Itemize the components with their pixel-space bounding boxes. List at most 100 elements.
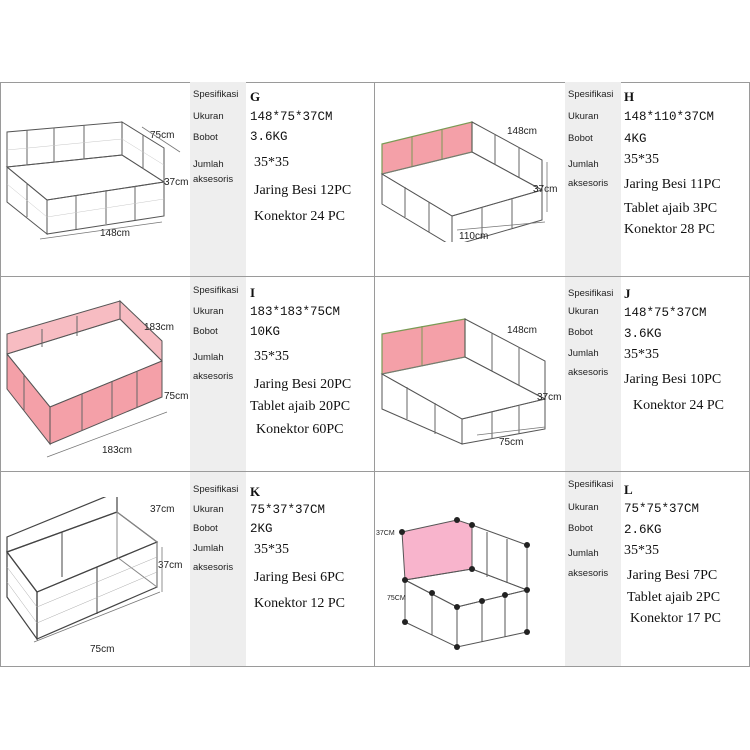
- accessory-line-g-2: Konektor 24 PC: [254, 209, 345, 224]
- accessory-line-h-1: Jaring Besi 11PC: [624, 177, 721, 192]
- product-code-g: G: [250, 89, 261, 104]
- accessory-line-k-2: Konektor 12 PC: [254, 596, 345, 611]
- label-aksesoris: aksesoris: [568, 178, 609, 189]
- weight-h: 4KG: [624, 132, 647, 146]
- weight-l: 2.6KG: [624, 523, 662, 537]
- label-aksesoris: aksesoris: [193, 562, 234, 573]
- dim-a-i: 183cm: [144, 322, 174, 333]
- dim-b-g: 37cm: [164, 177, 188, 188]
- label-ukuran: Ukuran: [193, 306, 224, 317]
- size-g: 148*75*37CM: [250, 110, 333, 124]
- grid-line: [374, 82, 375, 667]
- pen-image-g: [5, 121, 166, 236]
- accessory-line-l-2: Tablet ajaib 2PC: [627, 590, 721, 605]
- dimension-labels-k: 37cm 37cm 75cm: [33, 504, 182, 655]
- grid-line: [0, 276, 750, 277]
- grid-size-l: 35*35: [624, 543, 659, 558]
- size-k: 75*37*37CM: [250, 503, 326, 517]
- product-code-l: L: [624, 482, 633, 497]
- grid-line: [0, 82, 750, 83]
- size-i: 183*183*75CM: [250, 305, 341, 319]
- accessory-line-k-1: Jaring Besi 6PC: [254, 570, 345, 585]
- accessory-line-l-3: Konektor 17 PC: [630, 611, 721, 626]
- product-cell-k: 37cm 37cm 75cm Spesifikasi Ukuran Bobot …: [0, 472, 374, 666]
- grid-line: [0, 82, 1, 667]
- product-cell-h: 148cm 37cm 110cm Spesifikasi Ukuran Bobo…: [375, 82, 749, 276]
- dim-a-j: 148cm: [507, 325, 537, 336]
- label-aksesoris: aksesoris: [193, 174, 234, 185]
- label-spesifikasi: Spesifikasi: [193, 484, 239, 495]
- grid-size-h: 35*35: [624, 152, 659, 167]
- label-spesifikasi: Spesifikasi: [568, 479, 614, 490]
- label-jumlah: Jumlah: [193, 352, 224, 363]
- grid-size-i: 35*35: [254, 349, 289, 364]
- product-code-k: K: [250, 484, 261, 499]
- label-ukuran: Ukuran: [568, 111, 599, 122]
- label-aksesoris: aksesoris: [193, 371, 234, 382]
- label-spesifikasi: Spesifikasi: [193, 285, 239, 296]
- grid-line: [0, 666, 750, 667]
- label-jumlah: Jumlah: [568, 548, 599, 559]
- product-cell-g: 75cm 37cm 148cm Spesifikasi Ukuran Bobot…: [0, 82, 374, 276]
- label-ukuran: Ukuran: [568, 502, 599, 513]
- label-spesifikasi: Spesifikasi: [568, 288, 614, 299]
- label-spesifikasi: Spesifikasi: [568, 89, 614, 100]
- dim-c-g: 148cm: [100, 228, 130, 239]
- dim-b-l: 75CM: [387, 595, 406, 602]
- pen-image-k: [6, 497, 159, 641]
- dim-c-i: 183cm: [102, 445, 132, 456]
- label-bobot: Bobot: [568, 523, 593, 534]
- product-cell-j: 148cm 37cm 75cm Spesifikasi Ukuran Bobot…: [375, 277, 749, 471]
- dim-c-j: 75cm: [499, 437, 523, 448]
- weight-k: 2KG: [250, 522, 273, 536]
- pen-image-h: [380, 121, 544, 242]
- product-code-i: I: [250, 285, 256, 300]
- weight-g: 3.6KG: [250, 130, 288, 144]
- label-bobot: Bobot: [193, 326, 218, 337]
- spec-labels-i: Spesifikasi Ukuran Bobot Jumlah aksesori…: [190, 277, 246, 471]
- spec-labels-k: Spesifikasi Ukuran Bobot Jumlah aksesori…: [190, 472, 246, 666]
- spec-labels-l: Spesifikasi Ukuran Bobot Jumlah aksesori…: [565, 472, 621, 666]
- accessory-line-h-2: Tablet ajaib 3PC: [624, 201, 718, 216]
- label-aksesoris: aksesoris: [568, 367, 609, 378]
- pen-image-j: [380, 318, 547, 445]
- product-spec-grid: 75cm 37cm 148cm Spesifikasi Ukuran Bobot…: [0, 82, 750, 667]
- dimension-labels-i: 183cm 75cm 183cm: [46, 322, 188, 458]
- dim-c-k: 75cm: [90, 644, 114, 655]
- dim-a-l: 37CM: [376, 530, 395, 537]
- accessory-line-j-2: Konektor 24 PC: [633, 398, 724, 413]
- pen-image-l: [399, 517, 530, 650]
- dimension-labels-j: 148cm 37cm 75cm: [476, 325, 561, 448]
- dim-b-j: 37cm: [537, 392, 561, 403]
- label-jumlah: Jumlah: [568, 348, 599, 359]
- spec-labels-j: Spesifikasi Ukuran Bobot Jumlah aksesori…: [565, 277, 621, 471]
- accessory-line-l-1: Jaring Besi 7PC: [627, 568, 718, 583]
- grid-size-k: 35*35: [254, 542, 289, 557]
- accessory-line-i-3: Konektor 60PC: [256, 422, 344, 437]
- label-ukuran: Ukuran: [193, 504, 224, 515]
- label-bobot: Bobot: [193, 132, 218, 143]
- accessory-line-j-1: Jaring Besi 10PC: [624, 372, 722, 387]
- weight-i: 10KG: [250, 325, 281, 339]
- size-j: 148*75*37CM: [624, 306, 707, 320]
- dimension-labels-l: 37CM 75CM: [376, 530, 406, 602]
- product-cell-l: 37CM 75CM Spesifikasi Ukuran Bobot Jumla…: [375, 472, 749, 666]
- pen-image-i: [6, 299, 163, 446]
- weight-j: 3.6KG: [624, 327, 662, 341]
- dim-b-k: 37cm: [158, 560, 182, 571]
- product-cell-i: 183cm 75cm 183cm Spesifikasi Ukuran Bobo…: [0, 277, 374, 471]
- size-h: 148*110*37CM: [624, 110, 715, 124]
- grid-size-g: 35*35: [254, 155, 289, 170]
- grid-size-j: 35*35: [624, 347, 659, 362]
- product-code-h: H: [624, 89, 635, 104]
- label-spesifikasi: Spesifikasi: [193, 89, 239, 100]
- dim-a-h: 148cm: [507, 126, 537, 137]
- label-jumlah: Jumlah: [193, 543, 224, 554]
- spec-labels-h: Spesifikasi Ukuran Bobot Jumlah aksesori…: [565, 82, 621, 276]
- dimension-labels-h: 148cm 37cm 110cm: [456, 126, 557, 242]
- grid-line: [0, 471, 750, 472]
- label-bobot: Bobot: [568, 133, 593, 144]
- label-bobot: Bobot: [568, 327, 593, 338]
- product-code-j: J: [624, 286, 631, 301]
- label-ukuran: Ukuran: [193, 111, 224, 122]
